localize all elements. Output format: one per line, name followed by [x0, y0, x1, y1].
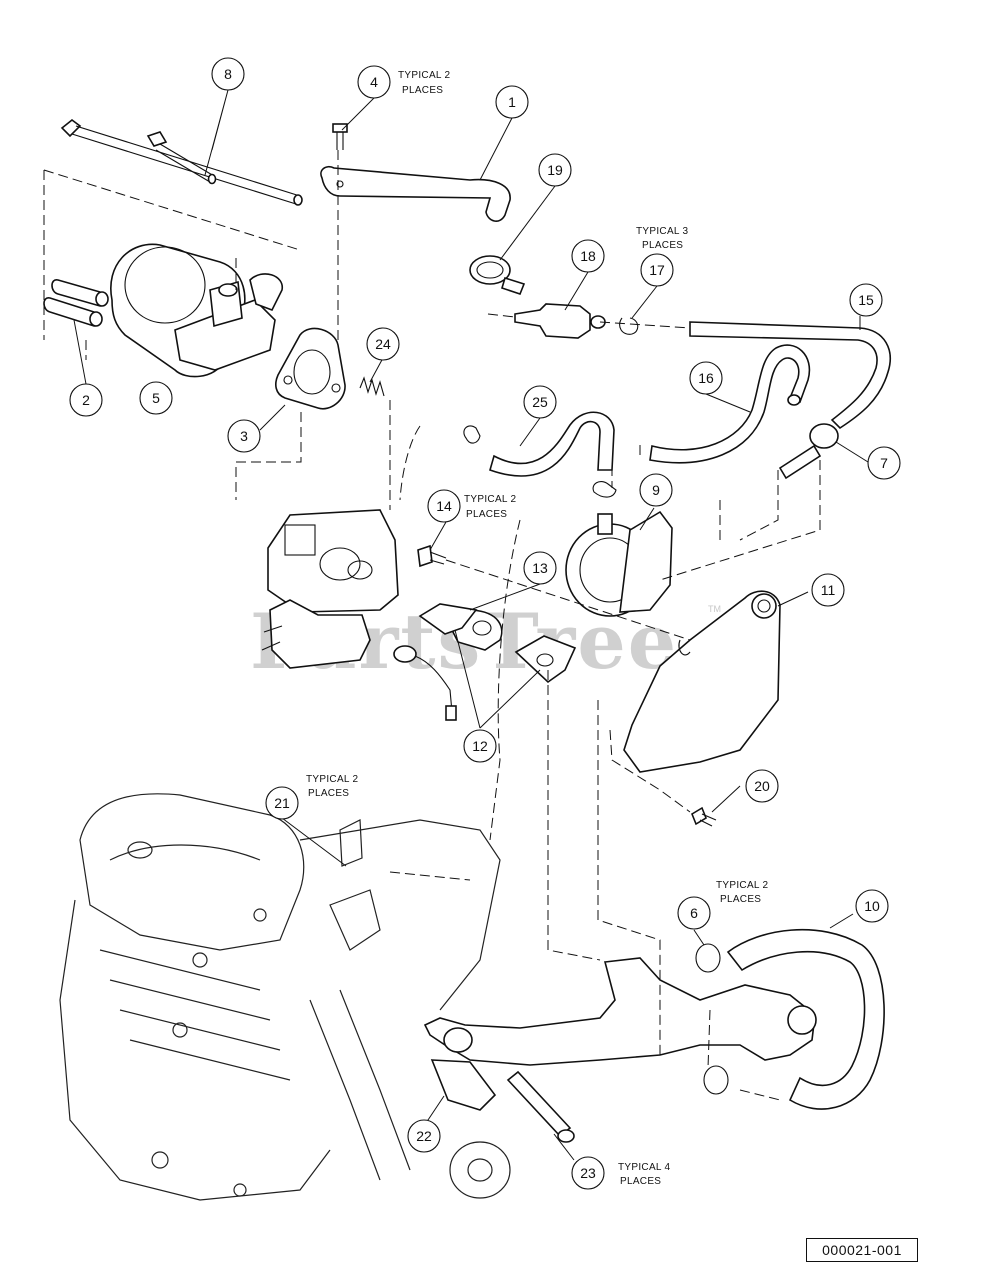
- svg-text:3: 3: [240, 428, 248, 444]
- part-12-gaskets: [418, 603, 577, 684]
- svg-text:7: 7: [880, 455, 888, 471]
- svg-text:22: 22: [416, 1128, 432, 1144]
- callout-17: 17: [640, 253, 674, 287]
- svg-text:TYPICAL 2: TYPICAL 2: [716, 880, 768, 891]
- callout-5: 5: [139, 381, 173, 415]
- part-10-hose: [726, 929, 885, 1110]
- svg-text:10: 10: [864, 898, 880, 914]
- svg-text:23: 23: [580, 1165, 596, 1181]
- part-17-clamp: [619, 317, 639, 335]
- svg-text:4: 4: [370, 74, 378, 90]
- svg-text:19: 19: [547, 162, 563, 178]
- svg-text:PLACES: PLACES: [466, 509, 507, 520]
- svg-text:13: 13: [532, 560, 548, 576]
- callout-12: 12: [463, 729, 497, 763]
- callout-1: 1: [495, 85, 529, 119]
- part-25-hose: [463, 411, 615, 477]
- svg-text:1: 1: [508, 94, 516, 110]
- svg-text:20: 20: [754, 778, 770, 794]
- callout-7: 7: [867, 446, 901, 480]
- note-callout-17: TYPICAL 3 PLACES: [636, 226, 688, 251]
- part-11-bracket: [623, 590, 781, 773]
- svg-text:16: 16: [698, 370, 714, 386]
- svg-text:PLACES: PLACES: [620, 1176, 661, 1187]
- svg-text:TYPICAL 4: TYPICAL 4: [618, 1162, 670, 1173]
- svg-text:2: 2: [82, 392, 90, 408]
- note-callout-6: TYPICAL 2 PLACES: [716, 880, 768, 905]
- callout-24: 24: [366, 327, 400, 361]
- svg-text:24: 24: [375, 336, 391, 352]
- callout-9: 9: [639, 473, 673, 507]
- svg-text:PLACES: PLACES: [308, 788, 349, 799]
- svg-text:15: 15: [858, 292, 874, 308]
- svg-text:6: 6: [690, 905, 698, 921]
- callout-22: 22: [407, 1119, 441, 1153]
- part-6-clamp: [695, 943, 729, 1095]
- part-20-bolt: [691, 806, 717, 827]
- callout-11: 11: [811, 573, 845, 607]
- callout-14: 14: [427, 489, 461, 523]
- callout-23: 23: [571, 1156, 605, 1190]
- part-22-intake-manifold: [423, 957, 817, 1111]
- callout-18: 18: [571, 239, 605, 273]
- engine-block: [59, 793, 511, 1201]
- part-15-hose: [689, 321, 891, 430]
- svg-text:PLACES: PLACES: [402, 85, 443, 96]
- part-7-tee: [778, 423, 839, 480]
- part-9-fuel-pump: [565, 481, 673, 617]
- svg-text:PLACES: PLACES: [720, 894, 761, 905]
- svg-text:12: 12: [472, 738, 488, 754]
- svg-text:TYPICAL 2: TYPICAL 2: [398, 70, 450, 81]
- part-2-spacers: [43, 279, 109, 327]
- callout-4: 4: [357, 65, 391, 99]
- part-3-gasket: [275, 327, 346, 410]
- leader-lines: [73, 89, 869, 1161]
- svg-text:17: 17: [649, 262, 665, 278]
- callout-19: 19: [538, 153, 572, 187]
- svg-text:9: 9: [652, 482, 660, 498]
- svg-text:TYPICAL 2: TYPICAL 2: [464, 494, 516, 505]
- part-24-spring: [359, 376, 385, 397]
- svg-text:21: 21: [274, 795, 290, 811]
- part-19-clamp: [469, 255, 526, 295]
- callout-13: 13: [523, 551, 557, 585]
- part-23-bolt: [506, 1070, 575, 1143]
- carburetor: [261, 509, 457, 721]
- callout-8: 8: [211, 57, 245, 91]
- note-callout-4: TYPICAL 2 PLACES: [398, 70, 450, 96]
- svg-text:PLACES: PLACES: [642, 240, 683, 251]
- callout-2: 2: [69, 383, 103, 417]
- part-4-bolt: [332, 123, 348, 150]
- part-5-adapter: [110, 243, 283, 378]
- callout-15: 15: [849, 283, 883, 317]
- svg-text:5: 5: [152, 390, 160, 406]
- part-14-bolt: [417, 544, 447, 568]
- callout-16: 16: [689, 361, 723, 395]
- part-16-hose: [649, 344, 811, 464]
- diagram-reference-number: 000021-001: [806, 1238, 918, 1262]
- note-callout-21: TYPICAL 2 PLACES: [306, 774, 358, 799]
- callout-25: 25: [523, 385, 557, 419]
- assembly-lines: [43, 150, 821, 1101]
- callout-21: 21: [265, 786, 299, 820]
- svg-text:18: 18: [580, 248, 596, 264]
- part-18-fuel-filter: [514, 303, 606, 339]
- svg-text:14: 14: [436, 498, 452, 514]
- part-8-rods: [60, 118, 303, 206]
- callout-6: 6: [677, 896, 711, 930]
- svg-text:TYPICAL 2: TYPICAL 2: [306, 774, 358, 785]
- note-callout-23: TYPICAL 4 PLACES: [618, 1162, 670, 1187]
- svg-text:11: 11: [821, 582, 836, 598]
- svg-text:8: 8: [224, 66, 232, 82]
- watermark-tm: TM: [708, 604, 721, 614]
- part-1-bracket: [320, 165, 511, 222]
- callout-10: 10: [855, 889, 889, 923]
- dash-filter-line: [487, 313, 691, 329]
- callout-20: 20: [745, 769, 779, 803]
- svg-text:TYPICAL 3: TYPICAL 3: [636, 226, 688, 237]
- note-callout-14: TYPICAL 2 PLACES: [464, 494, 516, 520]
- callout-3: 3: [227, 419, 261, 453]
- svg-text:25: 25: [532, 394, 548, 410]
